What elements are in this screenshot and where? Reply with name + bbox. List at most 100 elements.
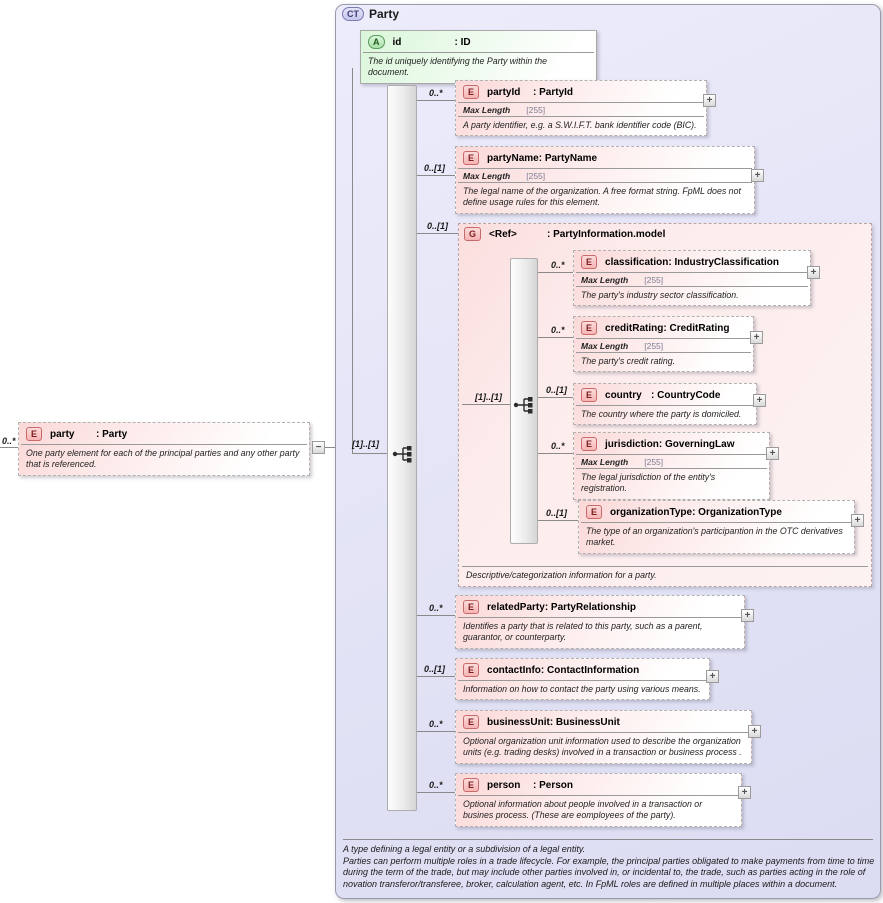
cardinality-label: 0..* [2,436,16,446]
connector-line [538,520,578,521]
element-name: party [50,428,75,440]
expand-button[interactable]: + [741,609,754,622]
element-icon: E [463,600,480,614]
facet-label: Max Length [463,171,511,181]
element-type: : GoverningLaw [658,438,735,450]
element-icon: E [581,388,598,402]
element-icon: E [581,255,598,269]
facet-label: Max Length [463,105,511,115]
connector-line [325,447,335,448]
element-name: organizationType [610,506,693,518]
expand-button[interactable]: + [750,331,763,344]
expand-button[interactable]: + [703,94,716,107]
element-box-classification[interactable]: E classification : IndustryClassificatio… [573,250,811,307]
connector-line [352,453,387,454]
element-type: : BusinessUnit [549,716,620,728]
element-box-creditrating[interactable]: E creditRating : CreditRating Max Length… [573,316,754,373]
element-icon: E [463,715,480,729]
connector-line [538,272,573,273]
element-name: partyName [487,152,539,164]
cardinality-label: 0..* [429,603,443,613]
element-type: : Party [96,428,128,440]
element-description: A party identifier, e.g. a S.W.I.F.T. ba… [463,120,697,130]
element-box-organizationtype[interactable]: E organizationType : OrganizationType Th… [578,500,855,554]
connector-line [417,233,458,234]
element-icon: E [463,663,480,677]
attribute-description: The id uniquely identifying the Party wi… [368,56,547,78]
element-box-contactinfo[interactable]: E contactInfo : ContactInformation Infor… [455,658,710,701]
element-description: Optional information about people involv… [463,799,703,821]
connector-line [462,404,510,405]
element-icon: E [586,505,603,519]
complex-type-icon: CT [342,7,364,21]
cardinality-label: 0..[1] [424,664,446,674]
connector-line [538,397,573,398]
connector-line [538,453,573,454]
element-description: The country where the party is domiciled… [581,409,742,419]
expand-button[interactable]: + [738,786,751,799]
cardinality-label: 0..* [429,719,443,729]
expand-button[interactable]: + [851,514,864,527]
element-description: The legal jurisdiction of the entity's r… [581,472,716,494]
element-icon: E [581,437,598,451]
cardinality-label: 0..* [429,780,443,790]
element-description: The party's industry sector classificati… [581,290,739,300]
connector-line [352,68,353,454]
element-type: : PartyId [533,86,574,98]
connector-line [417,175,455,176]
element-description: Information on how to contact the party … [463,684,701,694]
element-box-partyid[interactable]: E partyId : PartyId Max Length [255] A p… [455,80,707,137]
element-description: Identifies a party that is related to th… [463,621,703,643]
expand-button[interactable]: + [751,169,764,182]
element-box-relatedparty[interactable]: E relatedParty : PartyRelationship Ident… [455,595,745,649]
facet-value: [255] [644,341,664,351]
facet-value: [255] [644,275,664,285]
element-name: businessUnit [487,716,550,728]
connector-line [417,100,455,101]
sequence-bar [387,85,417,811]
group-icon: G [464,227,482,241]
element-name: jurisdiction [605,438,659,450]
element-box-country[interactable]: E country : CountryCode The country wher… [573,383,757,426]
connector-line [538,337,573,338]
cardinality-label: 0..* [429,88,443,98]
element-type: : CountryCode [651,389,721,401]
connector-line [417,731,455,732]
element-box-partyname[interactable]: E partyName : PartyName Max Length [255]… [455,146,755,214]
element-type: : ContactInformation [540,664,640,676]
facet-value: [255] [526,105,546,115]
element-name: relatedParty [487,601,545,613]
cardinality-label: [1]..[1] [352,439,379,449]
element-box-person[interactable]: E person : Person Optional information a… [455,773,742,827]
cardinality-label: 0..[1] [427,221,449,231]
page-title: Party [369,7,400,21]
element-box-jurisdiction[interactable]: E jurisdiction : GoverningLaw Max Length… [573,432,770,500]
expand-button[interactable]: + [807,266,820,279]
facet-label: Max Length [581,275,629,285]
attribute-box-id[interactable]: A id : ID The id uniquely identifying th… [360,30,597,84]
facet-value: [255] [526,171,546,181]
attribute-type: : ID [454,36,471,48]
cardinality-label: [1]..[1] [475,392,502,402]
cardinality-label: 0..[1] [546,508,568,518]
expand-button[interactable]: + [753,394,766,407]
element-icon: E [26,427,43,441]
collapse-button[interactable]: − [312,441,325,454]
type-annotation: A type defining a legal entity or a subd… [343,844,875,890]
element-icon: E [463,778,480,792]
element-name: classification [605,256,669,268]
element-box-party[interactable]: E party : Party One party element for ea… [18,422,310,476]
expand-button[interactable]: + [766,447,779,460]
element-icon: E [581,321,598,335]
element-name: contactInfo [487,664,541,676]
group-type: : PartyInformation.model [547,228,666,240]
element-name: creditRating [605,322,664,334]
type-annotation-line2: Parties can perform multiple roles in a … [343,855,875,889]
expand-button[interactable]: + [748,725,761,738]
divider [462,566,868,567]
expand-button[interactable]: + [706,670,719,683]
element-box-businessunit[interactable]: E businessUnit : BusinessUnit Optional o… [455,710,752,764]
cardinality-label: 0..* [551,325,565,335]
element-name: partyId [487,86,521,98]
